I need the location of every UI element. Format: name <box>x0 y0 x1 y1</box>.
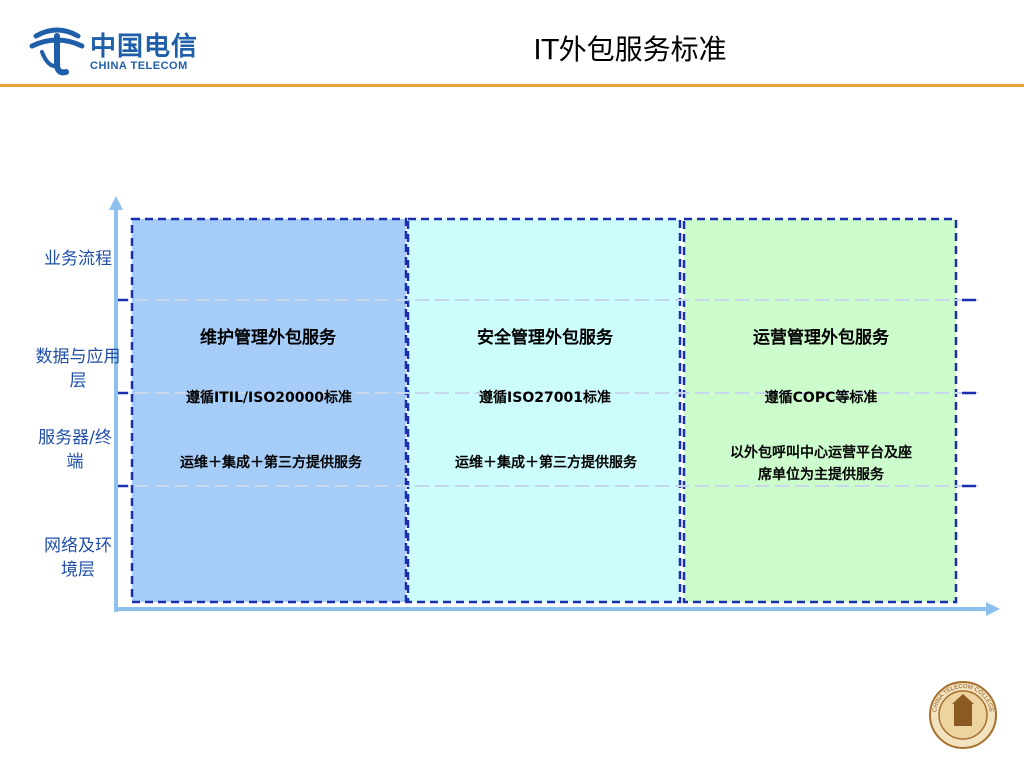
logo-english-text: CHINA TELECOM <box>90 60 188 72</box>
layer-label-business-process: 业务流程 <box>44 249 112 269</box>
china-telecom-emblem-icon <box>29 27 85 76</box>
page-title: IT外包服务标准 <box>533 33 727 66</box>
layer-label-server-terminal: 服务器/终端 <box>38 428 112 472</box>
panel-security-description: 运维＋集成＋第三方提供服务 <box>455 455 637 471</box>
china-telecom-logo: 中国电信 CHINA TELECOM <box>28 22 208 78</box>
panel-maintenance <box>130 217 408 604</box>
header-divider <box>0 84 1024 87</box>
college-seal-icon: CHINA TELECOM COLLEGE <box>929 681 997 749</box>
panel-operations <box>682 217 958 604</box>
layer-label-network-environment: 网络及环境层 <box>44 536 112 580</box>
panel-maintenance-description: 运维＋集成＋第三方提供服务 <box>180 455 362 471</box>
panel-maintenance-standard: 遵循ITIL/ISO20000标准 <box>186 390 352 406</box>
panel-security-standard: 遵循ISO27001标准 <box>479 390 611 406</box>
header: 中国电信 CHINA TELECOM IT外包服务标准 <box>0 0 1024 87</box>
panel-operations-title: 运营管理外包服务 <box>753 328 889 348</box>
horizontal-axis-arrow <box>986 602 1000 616</box>
panel-security-title: 安全管理外包服务 <box>477 328 613 348</box>
panel-maintenance-title: 维护管理外包服务 <box>200 328 336 348</box>
panel-operations-standard: 遵循COPC等标准 <box>764 390 878 406</box>
panel-operations-description: 以外包呼叫中心运营平台及座席单位为主提供服务 <box>730 445 912 483</box>
logo-chinese-text: 中国电信 <box>90 32 199 62</box>
layer-label-data-application: 数据与应用层 <box>35 347 121 391</box>
panel-security <box>406 217 682 604</box>
vertical-axis-arrow <box>109 196 123 210</box>
